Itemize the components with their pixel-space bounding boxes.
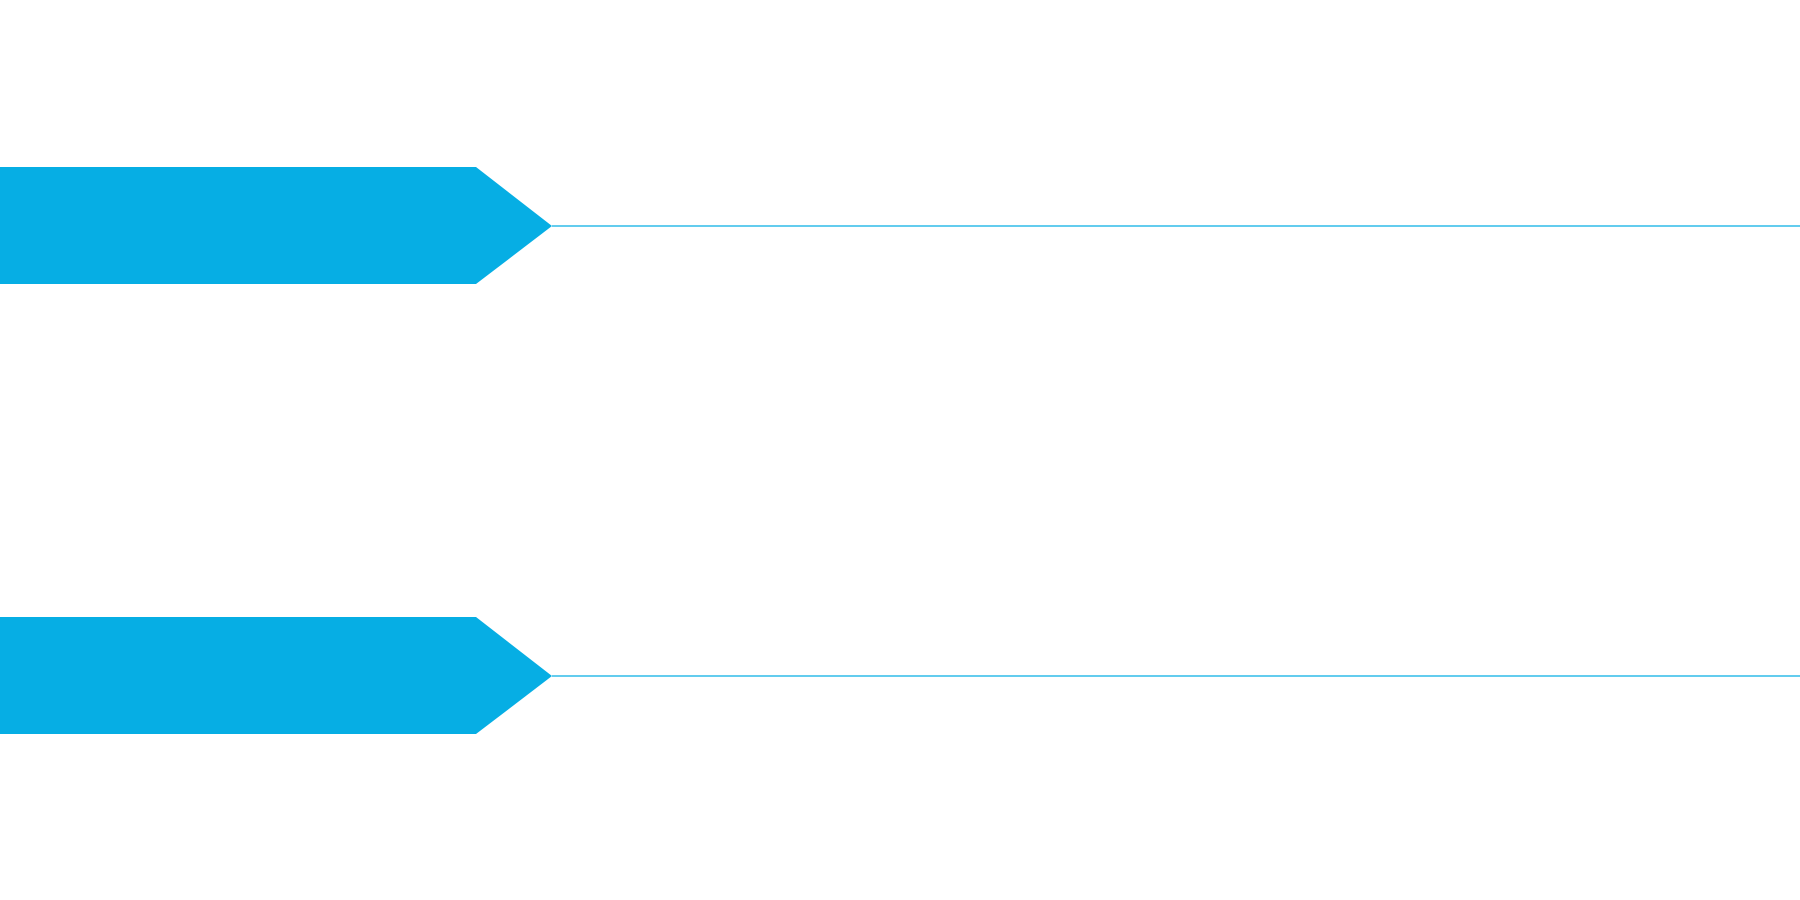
bottom-arrow-banner (0, 617, 552, 734)
top-arrow-banner (0, 167, 552, 284)
